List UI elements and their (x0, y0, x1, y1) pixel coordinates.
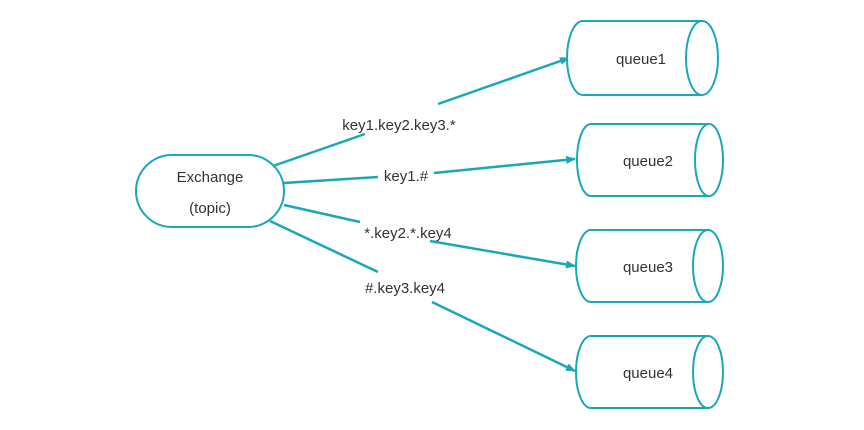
queue-1-label: queue1 (616, 51, 666, 68)
exchange-type: (topic) (189, 200, 231, 217)
binding-key-label-queue1: key1.key2.key3.* (342, 117, 456, 134)
binding-arrow-queue2 (283, 155, 576, 185)
binding-key-label-queue2: key1.# (384, 168, 429, 185)
queue-node-1: queue1 (566, 20, 719, 96)
queue-1-end (685, 20, 703, 96)
exchange-shape (135, 154, 285, 228)
binding-arrow-queue3 (283, 203, 576, 269)
exchange-node: Exchange (topic) (135, 154, 285, 228)
queue-node-2: queue2 (576, 123, 724, 197)
binding-arrow-queue4 (269, 219, 576, 373)
exchange-name: Exchange (177, 169, 244, 186)
queue-node-4: queue4 (575, 335, 724, 409)
queue-3-end (692, 229, 709, 303)
queue-4-end (692, 335, 709, 409)
queue-2-end (694, 123, 710, 197)
binding-arrow-queue1 (272, 56, 570, 168)
queue-3-label: queue3 (623, 259, 673, 276)
queue-4-label: queue4 (623, 365, 673, 382)
queue-2-label: queue2 (623, 153, 673, 170)
binding-key-label-queue4: #.key3.key4 (365, 280, 445, 297)
binding-key-label-queue3: *.key2.*.key4 (364, 225, 452, 242)
queue-node-3: queue3 (575, 229, 724, 303)
